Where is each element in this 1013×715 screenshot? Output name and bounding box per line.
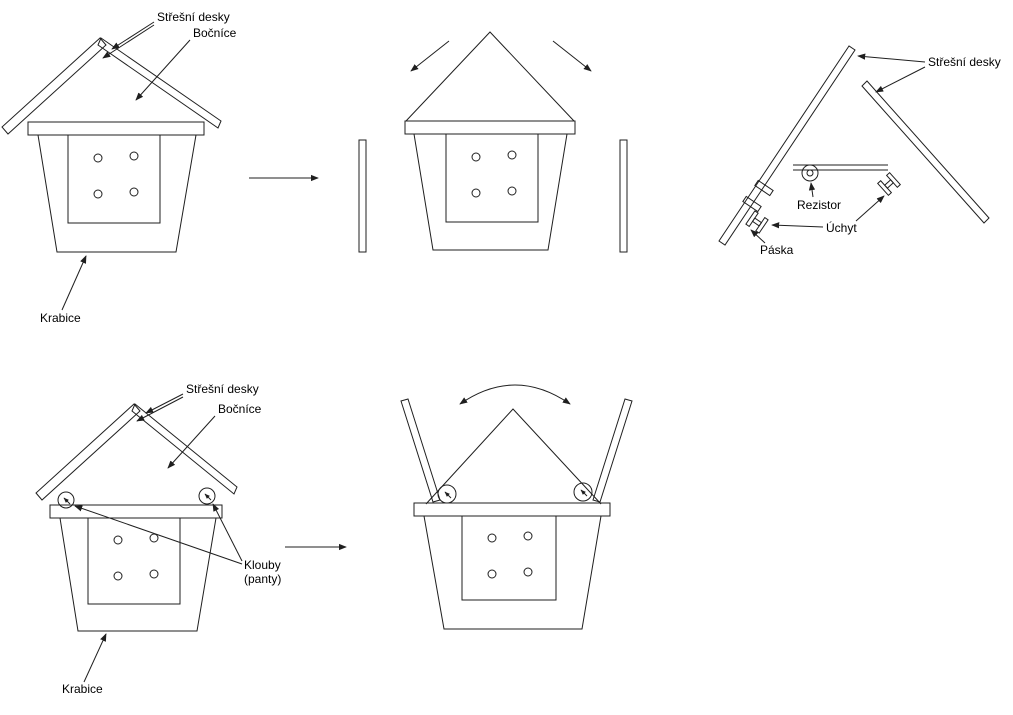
box-top-board xyxy=(413,502,611,517)
bracket-stem xyxy=(883,179,895,189)
vent-hole xyxy=(487,569,497,579)
roof-board-right xyxy=(861,80,990,224)
leader-sides-arrow xyxy=(167,415,216,469)
step4-roof-open xyxy=(400,384,633,630)
heater-detail: Střešní desky Rezistor Úchyt Páska xyxy=(718,45,1001,257)
vent-hole xyxy=(523,567,533,577)
leader-box-arrow xyxy=(61,255,87,311)
vent-hole xyxy=(471,188,481,198)
step2-roof-removed xyxy=(358,31,628,253)
loose-roof-board-right xyxy=(619,139,628,253)
vent-hole xyxy=(471,152,481,162)
vent-hole xyxy=(487,533,497,543)
roof-board-right xyxy=(97,37,222,129)
roof-board-left xyxy=(1,37,107,135)
vent-hole xyxy=(129,187,139,197)
box-body xyxy=(37,134,197,253)
vent-hole xyxy=(113,571,123,581)
roof-board-right xyxy=(131,403,238,495)
roof-position-outline xyxy=(425,408,602,505)
leader-hinge-right-arrow xyxy=(212,503,243,562)
leader-roof-left-arrow xyxy=(111,21,155,50)
step1-assembled-house: Střešní desky Bočníce Krabice xyxy=(1,10,237,325)
roof-gable-outline xyxy=(405,31,575,122)
tape-mark xyxy=(754,179,774,197)
vent-hole xyxy=(507,186,517,196)
vent-hole xyxy=(93,189,103,199)
front-panel xyxy=(87,517,181,605)
label-box: Krabice xyxy=(62,682,103,696)
hinge-pin-mark xyxy=(580,489,588,497)
vent-hole xyxy=(507,150,517,160)
front-panel xyxy=(67,134,161,224)
bracket-stem xyxy=(751,217,763,227)
hinge-right xyxy=(573,482,593,502)
leader-tape-arrow xyxy=(750,229,766,244)
label-roof-boards: Střešní desky xyxy=(186,382,259,396)
leader-resistor-arrow xyxy=(808,182,816,198)
vent-hole xyxy=(149,569,159,579)
open-roof-board-right xyxy=(592,398,633,503)
label-roof-boards: Střešní desky xyxy=(928,55,1001,69)
swing-arc-arrow xyxy=(459,384,571,405)
front-panel xyxy=(445,133,539,223)
leader-hinge-left-arrow xyxy=(74,505,243,565)
leader-roof-left-arrow xyxy=(857,53,926,63)
hinge-pin-mark xyxy=(63,497,71,505)
vent-hole xyxy=(129,151,139,161)
roof-board-left xyxy=(35,403,141,501)
vent-hole xyxy=(113,535,123,545)
slide-arrow-left xyxy=(410,40,450,72)
holder-bracket-right xyxy=(876,171,902,197)
box-body xyxy=(59,517,217,632)
roof-board-left xyxy=(718,45,856,246)
vent-hole xyxy=(93,153,103,163)
hinge-pin-mark xyxy=(444,491,452,499)
leader-roof-right-arrow xyxy=(136,396,184,422)
leader-sides-arrow xyxy=(135,39,191,101)
tape-strip xyxy=(742,195,762,213)
label-hinges-line1: Klouby xyxy=(244,558,281,572)
step3-hinged-house: Střešní desky Bočníce Klouby (panty) Kra… xyxy=(35,382,281,696)
leader-roof-right-arrow xyxy=(875,66,926,93)
label-roof-boards: Střešní desky xyxy=(157,10,230,24)
slide-arrow-right xyxy=(552,40,592,72)
tape-mark xyxy=(742,195,762,213)
holder-bracket-left xyxy=(745,210,769,234)
label-holder: Úchyt xyxy=(826,220,857,235)
box-body xyxy=(423,515,602,630)
leader-holder-right-arrow xyxy=(855,195,885,222)
leader-roof-right-arrow xyxy=(102,24,155,59)
vent-hole xyxy=(523,531,533,541)
hinge-right xyxy=(198,487,216,505)
label-sides: Bočníce xyxy=(193,26,237,40)
hinge-pin-mark xyxy=(204,493,212,501)
loose-roof-board-left xyxy=(358,139,367,253)
label-hinges-line2: (panty) xyxy=(244,572,281,586)
resistor-body xyxy=(801,164,819,182)
bracket-bar xyxy=(885,171,902,188)
label-tape: Páska xyxy=(760,243,794,257)
leader-roof-left-arrow xyxy=(145,393,184,414)
label-resistor: Rezistor xyxy=(797,198,841,212)
tape-strip xyxy=(754,179,774,197)
resistor-core xyxy=(806,169,814,177)
open-roof-board-left xyxy=(400,398,441,503)
box-body xyxy=(413,133,568,251)
vent-hole xyxy=(149,533,159,543)
leader-holder-left-arrow xyxy=(771,222,824,229)
box-top-board xyxy=(404,120,576,135)
label-sides: Bočníce xyxy=(218,402,262,416)
label-box: Krabice xyxy=(40,311,81,325)
bracket-bar xyxy=(876,180,893,197)
box-top-board xyxy=(27,121,205,136)
front-panel xyxy=(461,515,557,601)
hinge-left xyxy=(57,491,75,509)
box-top-board xyxy=(49,504,223,519)
leader-box-arrow xyxy=(83,633,107,683)
